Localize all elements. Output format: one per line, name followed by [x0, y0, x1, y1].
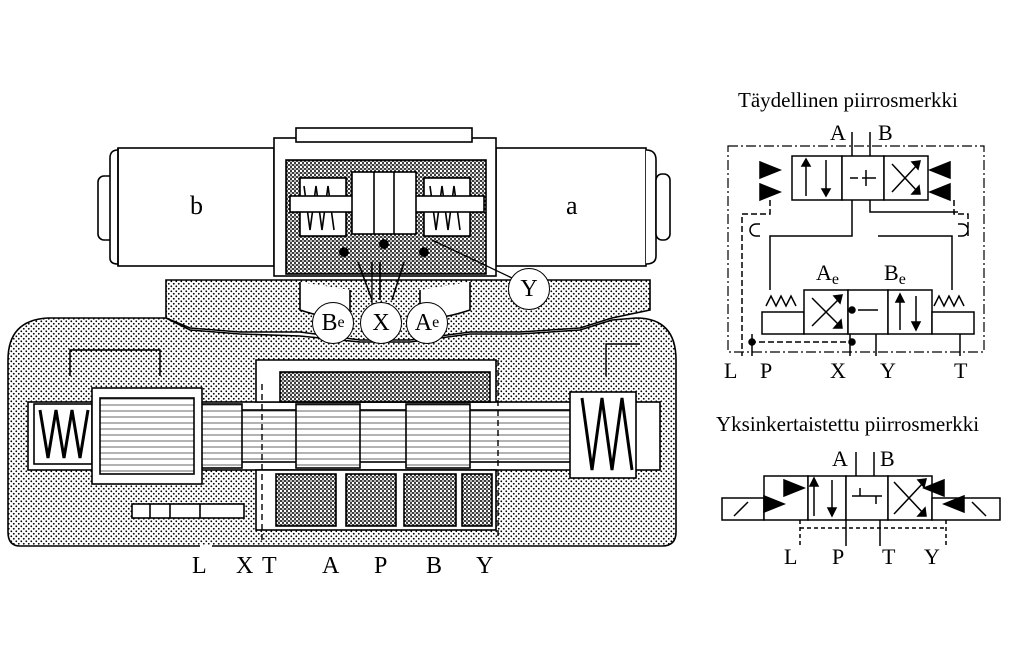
solenoid-b	[97, 147, 275, 267]
callout-be-main: B	[321, 309, 338, 336]
full-symbol-pilot-be-sub: e	[898, 271, 906, 288]
callout-be-sub: e	[337, 314, 345, 331]
full-symbol-port-b: B	[878, 120, 893, 145]
valve-section	[7, 127, 677, 548]
full-symbol-pilot-be: Be	[884, 262, 906, 288]
full-symbol-port-a: A	[830, 120, 846, 145]
full-symbol-port-p: P	[760, 358, 773, 383]
main-valve-body	[7, 317, 677, 548]
simple-symbol-title: Yksinkertaistettu piirrosmerkki	[716, 412, 980, 436]
simple-symbol	[721, 452, 1001, 546]
body-port-b: B	[426, 553, 443, 579]
simple-symbol-port-a: A	[832, 446, 848, 471]
full-symbol-title: Täydellinen piirrosmerkki	[738, 88, 958, 112]
simple-symbol-port-l: L	[784, 544, 798, 569]
body-port-p: P	[374, 553, 388, 579]
body-port-l: L	[192, 553, 207, 579]
body-port-a: A	[322, 553, 340, 579]
body-port-x: X	[236, 553, 254, 579]
full-symbol-port-y: Y	[880, 358, 896, 383]
callout-x-label: X	[372, 309, 390, 336]
full-symbol-pilot-ae-main: A	[816, 260, 832, 285]
callout-ae-main: A	[414, 309, 433, 336]
solenoid-b-label: b	[190, 191, 203, 220]
simple-symbol-port-p: P	[832, 544, 845, 569]
callout-ae-sub: e	[432, 314, 440, 331]
solenoid-a	[495, 147, 671, 267]
solenoid-a-label: a	[566, 191, 578, 220]
full-symbol-pilot-ae: Ae	[816, 262, 839, 288]
full-symbol-port-t: T	[954, 358, 968, 383]
simple-symbol-port-b: B	[880, 446, 895, 471]
callout-y: Y	[508, 268, 550, 310]
full-symbol-port-l: L	[724, 358, 738, 383]
callout-x: X	[360, 302, 402, 344]
callout-y-label: Y	[520, 275, 538, 302]
pilot-valve	[273, 127, 497, 277]
full-symbol-pilot-be-main: B	[884, 260, 899, 285]
body-port-t: T	[262, 553, 277, 579]
full-symbol	[727, 132, 985, 356]
full-symbol-pilot-ae-sub: e	[831, 271, 839, 288]
simple-symbol-port-t: T	[882, 544, 896, 569]
full-symbol-port-x: X	[830, 358, 846, 383]
simple-symbol-port-y: Y	[924, 544, 940, 569]
body-port-y: Y	[476, 553, 494, 579]
